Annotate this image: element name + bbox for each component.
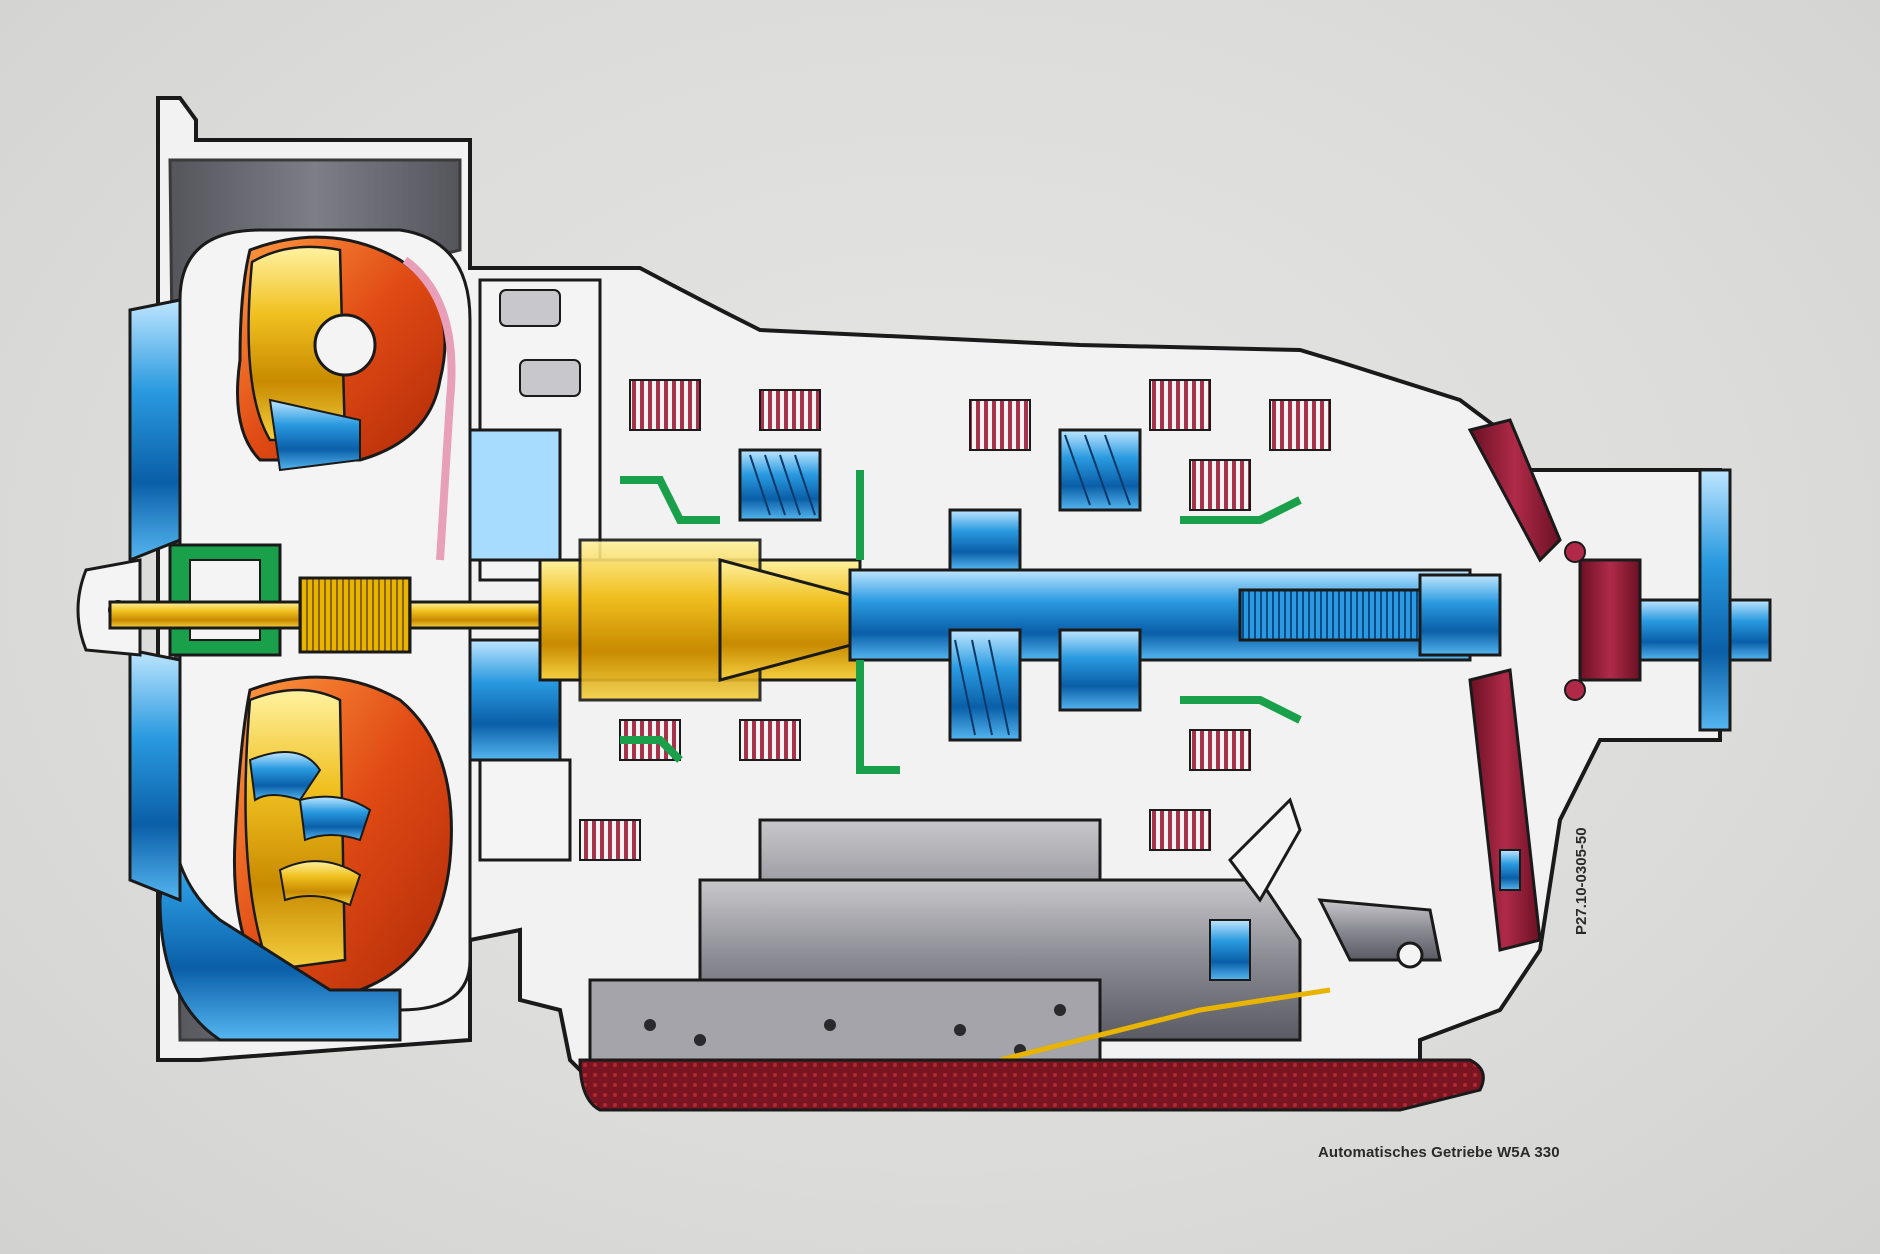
planetary-gearsets bbox=[738, 428, 1142, 742]
oil-pump-section bbox=[468, 278, 602, 862]
input-shaft bbox=[108, 538, 872, 702]
oil-pan bbox=[578, 1058, 1485, 1112]
hydraulic-passages bbox=[620, 470, 1302, 774]
clutch-packs bbox=[579, 379, 1331, 861]
poster-caption: Automatisches Getriebe W5A 330 bbox=[1318, 1144, 1560, 1161]
parking-lock bbox=[1467, 418, 1562, 952]
part-number-label: P27.10-0305-50 bbox=[1573, 827, 1590, 935]
valve-body bbox=[588, 797, 1442, 1063]
output-shaft bbox=[848, 468, 1772, 732]
